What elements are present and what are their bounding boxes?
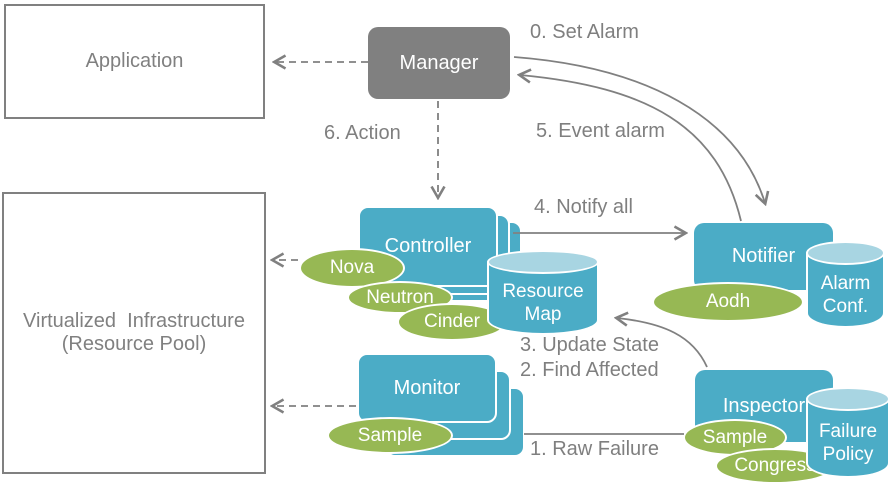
controller-label: Controller [384, 235, 472, 257]
neutron-label: Neutron [366, 286, 434, 308]
flow-label-find-affected: 2. Find Affected [520, 359, 659, 381]
aodh-ellipse: Aodh [652, 282, 804, 322]
alarm-conf-label-line1: Alarm [820, 272, 871, 294]
flow-label-raw-failure: 1. Raw Failure [530, 438, 659, 460]
failure-policy-cylinder-top [806, 387, 890, 411]
failure-policy-label-line2: Policy [822, 443, 874, 465]
alarm-conf-label-line2: Conf. [822, 295, 869, 317]
resource-map-cylinder: Resource Map [487, 250, 599, 335]
monitor-sample-ellipse: Sample [327, 417, 453, 454]
resource-map-cylinder-body [487, 262, 599, 335]
failure-policy-label-line1: Failure [818, 420, 878, 442]
virtualized-infrastructure-label-line2: (Resource Pool) [61, 333, 207, 355]
monitor-sample-label: Sample [357, 424, 423, 446]
alarm-conf-cylinder-body [806, 253, 885, 328]
alarm-conf-cylinder: Alarm Conf. [806, 241, 885, 328]
virtualized-infrastructure-box: Virtualized Infrastructure (Resource Poo… [2, 192, 266, 474]
flow-label-set-alarm: 0. Set Alarm [530, 21, 639, 43]
resource-map-cylinder-top [487, 250, 599, 274]
congress-label: Congress [734, 455, 816, 476]
resource-map-label-line2: Map [524, 303, 562, 325]
notifier-label: Notifier [731, 245, 796, 267]
failure-policy-cylinder-body [806, 399, 890, 478]
monitor-node: Monitor [357, 353, 497, 423]
alarm-conf-cylinder-top [806, 241, 885, 265]
virtualized-infrastructure-label-line1: Virtualized Infrastructure [23, 310, 245, 332]
aodh-label: Aodh [705, 291, 751, 312]
resource-map-label-line1: Resource [502, 280, 584, 302]
inspector-label: Inspector [722, 394, 806, 417]
nova-label: Nova [329, 257, 375, 278]
flow-label-event-alarm: 5. Event alarm [536, 120, 665, 142]
manager-node: Manager [368, 27, 510, 99]
flow-label-update-state: 3. Update State [520, 334, 659, 356]
inspector-sample-label: Sample [702, 426, 768, 448]
manager-label: Manager [399, 51, 479, 74]
failure-policy-cylinder: Failure Policy [806, 387, 890, 478]
flow-label-action: 6. Action [324, 122, 401, 144]
flow-label-notify-all: 4. Notify all [534, 196, 633, 218]
cinder-label: Cinder [424, 311, 480, 332]
monitor-label: Monitor [393, 376, 461, 399]
application-label: Application [85, 50, 184, 72]
application-box: Application [4, 4, 265, 119]
